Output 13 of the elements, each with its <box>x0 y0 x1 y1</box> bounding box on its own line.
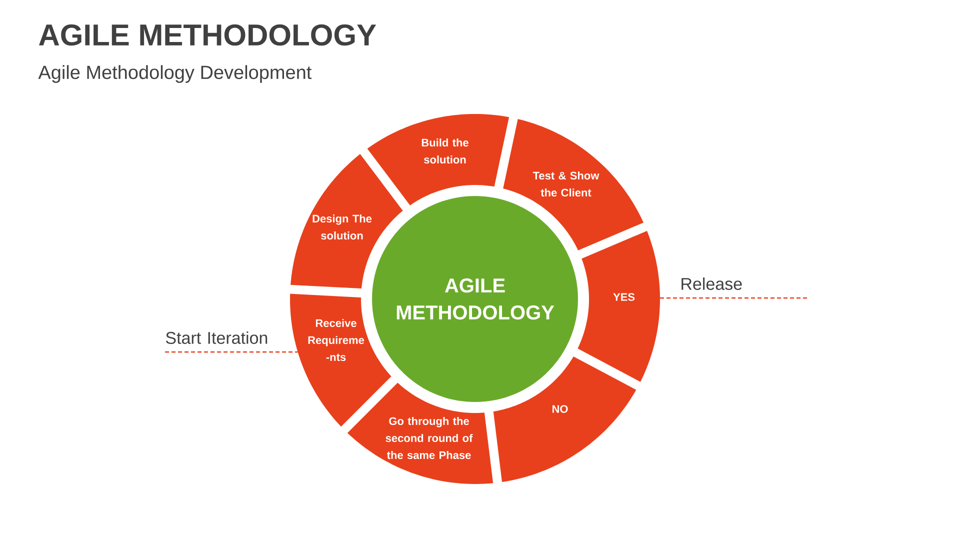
callout-text: Start Iteration <box>166 331 268 344</box>
callout-text: Release <box>682 277 742 290</box>
title: AGILE METHODOLOGY <box>38 24 376 46</box>
ring-segment: Test & Show the Client <box>503 119 644 250</box>
dashed-line <box>660 297 808 299</box>
node-label: YES <box>613 293 635 301</box>
ring-segment: Go through the second round of the same Phase <box>347 382 494 484</box>
ring-segment: NO <box>493 356 636 482</box>
ring-segment: YES <box>578 230 660 382</box>
subtitle: Agile Methodology Development <box>38 65 312 83</box>
ring-segment: Design The solution <box>290 154 403 289</box>
ring-segment: Build the solution <box>367 114 510 206</box>
dashed-line <box>165 351 298 353</box>
